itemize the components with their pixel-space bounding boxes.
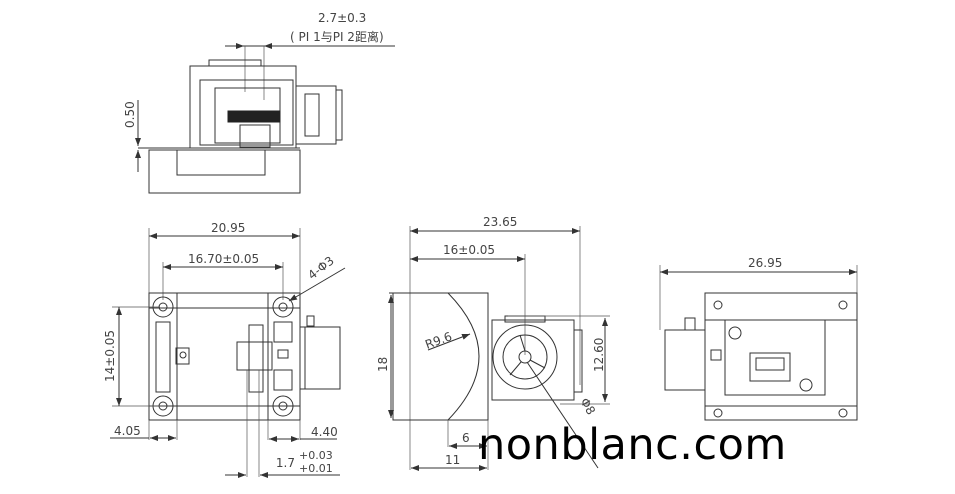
offset-label: 0.50 xyxy=(123,101,137,128)
depth-label: 11 xyxy=(445,453,460,467)
pi-distance-label: 2.7±0.3 xyxy=(318,11,366,25)
height-label: 18 xyxy=(376,357,390,372)
left-offset-label: 4.05 xyxy=(114,424,141,438)
pi-note-label: ( PI 1与PI 2距离) xyxy=(290,29,384,44)
slot-tol-upper-label: +0.03 xyxy=(299,449,333,462)
radius-label: R9.6 xyxy=(423,329,454,352)
holes-label: 4-Φ3 xyxy=(305,253,337,282)
motor-diameter-label: Φ8 xyxy=(577,396,598,418)
slot-tol-lower-label: +0.01 xyxy=(299,462,333,475)
rear-view: 26.95 xyxy=(659,256,858,421)
slot-base-label: 1.7 xyxy=(276,456,295,470)
width-label: 20.95 xyxy=(211,221,245,235)
top-view: 2.7±0.3 ( PI 1与PI 2距离) 0.50 xyxy=(123,11,395,194)
watermark: nonblanc.com xyxy=(478,420,787,470)
right-offset-label: 4.40 xyxy=(311,425,338,439)
rear-width-label: 26.95 xyxy=(748,256,782,270)
overall-width-label: 23.65 xyxy=(483,215,517,229)
hole-spacing-x-label: 16.70±0.05 xyxy=(188,252,259,266)
inner-depth-label: 6 xyxy=(462,431,470,445)
side-view: 23.65 16±0.05 18 R9.6 12.60 Φ8 6 11 xyxy=(376,215,610,471)
hole-spacing-y-label: 14±0.05 xyxy=(103,330,117,382)
front-view: 20.95 16.70±0.05 4-Φ3 14±0.05 xyxy=(103,221,346,478)
motor-height-label: 12.60 xyxy=(592,338,606,372)
lens-offset-label: 16±0.05 xyxy=(443,243,495,257)
